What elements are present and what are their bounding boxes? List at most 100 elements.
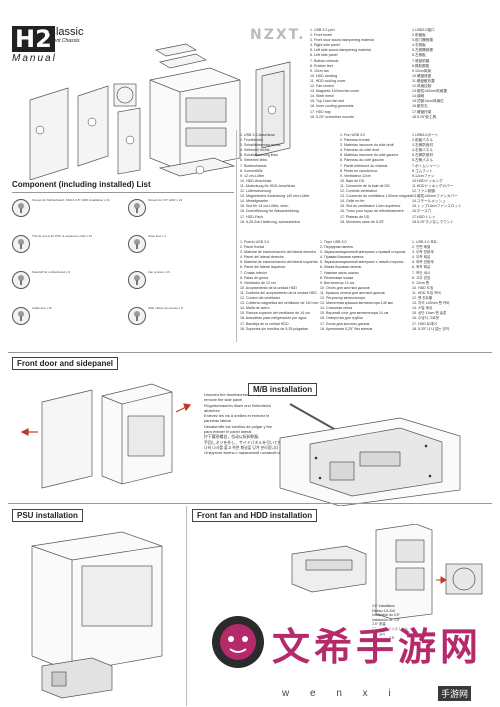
parts-list-spanish-line: 1. Puerto USB 3.0 (240, 240, 269, 244)
series-subtitle: Silent Chassis (48, 38, 80, 44)
parts-list-korean-line: 12. 팬 컨트롤 (412, 296, 433, 301)
parts-list-korean-line: 2. 전면 베젤 (412, 245, 431, 250)
parts-list-english-line: 6. Left side panel (310, 53, 338, 58)
parts-list-japanese-line: 16.ホース穴 (412, 209, 432, 214)
parts-list-japanese-line: 3.右側防音材 (412, 143, 433, 148)
hdd-caption-line: 3.5" installation (372, 604, 395, 608)
parts-list-spanish-line: 11. Cubierta del acoplamiento de la unid… (240, 290, 317, 295)
screw-icon (12, 307, 30, 325)
hdd-caption-line: Instalación de 3,5" (372, 617, 400, 622)
parts-list-german-line: 17. HDD-Fach (240, 214, 263, 219)
front-door-instruction-line: Desatornille los tornillos de pulgar y t… (204, 423, 272, 429)
parts-list-russian-line: 11. Крышка отсека для жестких дисков (320, 290, 385, 295)
parts-list-russian-line: 2. Передняя панель (320, 245, 354, 250)
parts-list-german-line: 8. Gummifüße (240, 168, 263, 173)
parts-list-chinese-line: 16.散热孔 (412, 104, 428, 109)
parts-list-korean-line: 8. 고무 받침 (412, 275, 431, 280)
parts-list-korean-line: 13. 자석 140mm 팬 커버 (412, 301, 450, 306)
front-door (41, 389, 93, 489)
parts-list-french-line: 13. Couvercle du ventilateur 140mm magné… (340, 194, 412, 199)
parts-list-english-line: 9. 12cm fan (310, 68, 329, 73)
parts-list-korean-line: 9. 12cm 팬 (412, 280, 430, 285)
parts-list-japanese-line: 6.左側パネル (412, 158, 433, 163)
parts-list-japanese-line: 17.HDDトレイ (412, 214, 436, 219)
parts-list-japanese-line: 5.左側防音材 (412, 153, 433, 158)
parts-list-japanese-line: 1.USB3.0ポート (412, 133, 439, 137)
series-name: Classic (48, 26, 84, 38)
component-item-label: Cable ties x 10 (32, 306, 52, 310)
screw-icon (128, 235, 146, 253)
component-item-label: SSD rubber grommets x 8 (148, 306, 183, 310)
screw-icon (128, 307, 146, 325)
parts-list-chinese-line: 7.底部机箱 (412, 58, 430, 63)
parts-list-russian-line: 3. Звукоизоляционный материал с правой с… (320, 250, 406, 255)
parts-list-russian-line: 7. Нижняя часть шасси (320, 270, 359, 275)
front-door-instruction-line: 나비 나사를 풀고 측면 패널을 당겨 분리합니다 (204, 444, 279, 450)
front-door-instruction-line: Flügelschrauben lösen und Seitenteich (204, 402, 272, 408)
parts-list-french-line: 17. Plateau de DD (340, 214, 370, 219)
parts-list-chinese-line: 2.前面板 (412, 33, 426, 38)
parts-list-chinese-line: 3.前门隔音棉 (412, 38, 433, 43)
section-divider-2 (8, 503, 492, 504)
front-fan-hdd-diagram (291, 524, 483, 619)
parts-list-japanese-line: 11.HDDドッキングカバー (412, 183, 454, 188)
component-list-title: Component (including installed) List (12, 180, 151, 189)
parts-list-korean-line: 14. 스틸 메쉬 (412, 306, 433, 311)
hdd-caption-line: 3.5" 설치 (372, 631, 386, 636)
parts-list-russian-line: 1. Порт USB 3.0 (320, 240, 347, 244)
parts-list-english-line: 14. Steel mesh (310, 94, 334, 99)
product-logo: H2 Classic Silent Chassis Manual (12, 26, 107, 66)
parts-list-chinese-line: 6.左侧板 (412, 53, 426, 58)
component-item-label: Fan screws x 16 (148, 270, 170, 274)
parts-list-japanese-line: 14.スチールメッシュ (412, 199, 446, 204)
parts-list-german-line: 4. Seitenteil rechts (240, 148, 270, 153)
parts-list-french-line: 2. Panneau frontal (340, 138, 370, 143)
component-title-underline (12, 192, 234, 193)
parts-list-german-line: 7. Bodenchassis (240, 163, 267, 168)
motherboard-diagram (279, 403, 461, 506)
parts-list-spanish-line: 10. Acoplamiento de la unidad HDD (240, 285, 297, 290)
component-item-label: Screws for 3.5" HDD x 24 (148, 198, 183, 202)
parts-list-spanish-line: 6. Panel del lateral izquierdo (240, 265, 286, 270)
parts-list-chinese-line: 13.磁性140mm风扇罩 (412, 89, 447, 94)
component-item: Screws for Motherboard, SSD & 2.5" HDD i… (12, 198, 242, 217)
parts-list-korean-line: 3. 우측 방음재 (412, 250, 434, 255)
hdd-caption-line: Installation du 3,5" (372, 613, 400, 618)
parts-list-english-line: 12. Fan control (310, 84, 334, 89)
parts-list-russian-line: 5. Звукоизоляционный материал с левой ст… (320, 260, 404, 265)
parts-list-japanese-line: 10.HDDドッキング (412, 178, 443, 183)
parts-list-russian-line: 10. Отсек для жестких дисков (320, 285, 370, 290)
parts-list-russian-line: 17. Лоток для жестких дисков (320, 321, 370, 326)
parts-list-chinese-line: 8.橡胶脚垫 (412, 63, 430, 68)
component-item-label: Thumb screw for PSU & expansion card x 1… (32, 234, 92, 238)
parts-list-english-line: 10. HDD docking (310, 73, 338, 78)
parts-list-french-line: 16. Trous pour tuyau de refroidissement (340, 209, 404, 214)
parts-list-spanish-line: 7. Chasis inferior (240, 270, 267, 275)
parts-list-spanish-line: 13. Cubierta magnética del ventilador de… (240, 301, 319, 306)
parts-list-french-line: 6. Panneau du côté gauche (340, 158, 384, 163)
exploded-view-diagram (29, 43, 291, 180)
component-item: Cable ties x 10 (12, 306, 242, 325)
front-fan (445, 563, 483, 595)
parts-list-japanese-line: 18.5.25"ネジなしマウント (412, 219, 455, 224)
parts-list-russian-line: 12. Регулятор вентилятора (320, 296, 366, 301)
parts-list-korean-line: 17. HDD 트레이 (412, 321, 437, 326)
parts-list-french-line: 18. Montures sans vis 5.25" (340, 219, 385, 224)
parts-list-spanish-line: 17. Bandeja de la unidad HDD (240, 321, 289, 326)
doc-type-label: Manual (12, 53, 57, 64)
parts-list-german-line: 16. Durchführung für Wasserkühlung (240, 209, 299, 214)
front-door-instruction-line: 手回しネジを外し、サイドパネルを引いて外す (204, 439, 286, 445)
parts-list-english-line: 8. Rubber feet (310, 63, 333, 68)
parts-list-spanish-line: 4. Panel del lateral derecho (240, 255, 284, 260)
removal-arrows (20, 403, 192, 436)
parts-list-french-line: 15. Slot du ventilateur 14cm supérieur (340, 204, 401, 209)
parts-list-chinese-line: 5.左侧隔音棉 (412, 48, 433, 53)
parts-list-french-line: 8. Pieds en caoutchouc (340, 168, 378, 173)
watermark-mascot-icon (212, 616, 264, 668)
parts-list-german-line: 12. Lüftersteuerung (240, 189, 272, 194)
section-divider (8, 352, 492, 353)
